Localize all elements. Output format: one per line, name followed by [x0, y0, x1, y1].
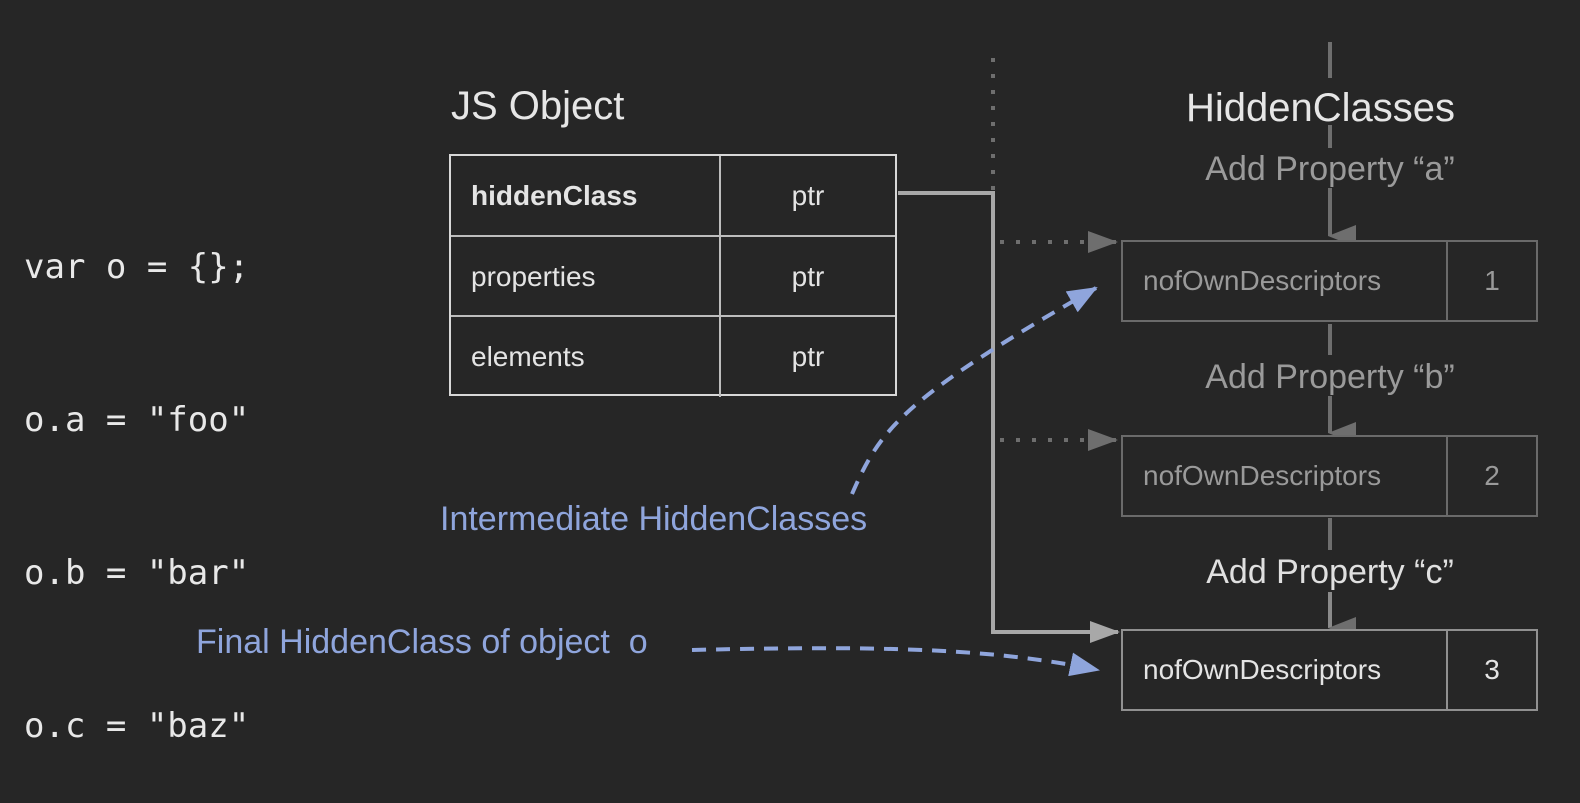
row-key: properties — [451, 237, 721, 317]
hidden-class-key: nofOwnDescriptors — [1123, 437, 1448, 515]
code-line: var o = {}; — [24, 247, 250, 287]
step-label-c: Add Property “c” — [1206, 553, 1454, 591]
js-object-title: JS Object — [451, 84, 625, 128]
hidden-class-box-1: nofOwnDescriptors 1 — [1121, 240, 1538, 322]
row-value: ptr — [791, 180, 825, 211]
row-value: ptr — [791, 261, 825, 292]
step-label-b: Add Property “b” — [1205, 358, 1455, 396]
js-object-row: properties ptr — [451, 235, 895, 317]
row-key: elements — [451, 317, 721, 397]
js-object-row: elements ptr — [451, 315, 895, 397]
hidden-class-box-3: nofOwnDescriptors 3 — [1121, 629, 1538, 711]
code-line: o.a = "foo" — [24, 400, 250, 440]
hidden-class-key: nofOwnDescriptors — [1123, 242, 1448, 320]
connector-layer — [691, 42, 1356, 677]
intermediate-callout-arrow — [850, 286, 1098, 495]
hidden-class-value: 3 — [1484, 654, 1500, 685]
hidden-classes-title: HiddenClasses — [1186, 86, 1456, 130]
hidden-class-value: 1 — [1484, 265, 1500, 296]
code-line: o.b = "bar" — [24, 553, 250, 593]
row-key: hiddenClass — [451, 156, 721, 236]
hidden-class-pointer-line — [898, 191, 1120, 643]
code-line: o.c = "baz" — [24, 706, 250, 746]
final-callout-arrow — [691, 646, 1100, 677]
intermediate-callout: Intermediate HiddenClasses — [440, 500, 868, 538]
js-object-table: hiddenClass ptr properties ptr elements … — [449, 154, 897, 397]
step-label-a: Add Property “a” — [1205, 150, 1455, 188]
row-value: ptr — [791, 341, 825, 372]
final-callout: Final HiddenClass of object o — [196, 623, 648, 661]
js-object-row: hiddenClass ptr — [451, 156, 895, 236]
code-snippet: var o = {}; o.a = "foo" o.b = "bar" o.c … — [24, 140, 249, 803]
hidden-class-box-2: nofOwnDescriptors 2 — [1121, 435, 1538, 517]
hidden-class-value: 2 — [1484, 460, 1500, 491]
hidden-class-key: nofOwnDescriptors — [1123, 631, 1448, 709]
